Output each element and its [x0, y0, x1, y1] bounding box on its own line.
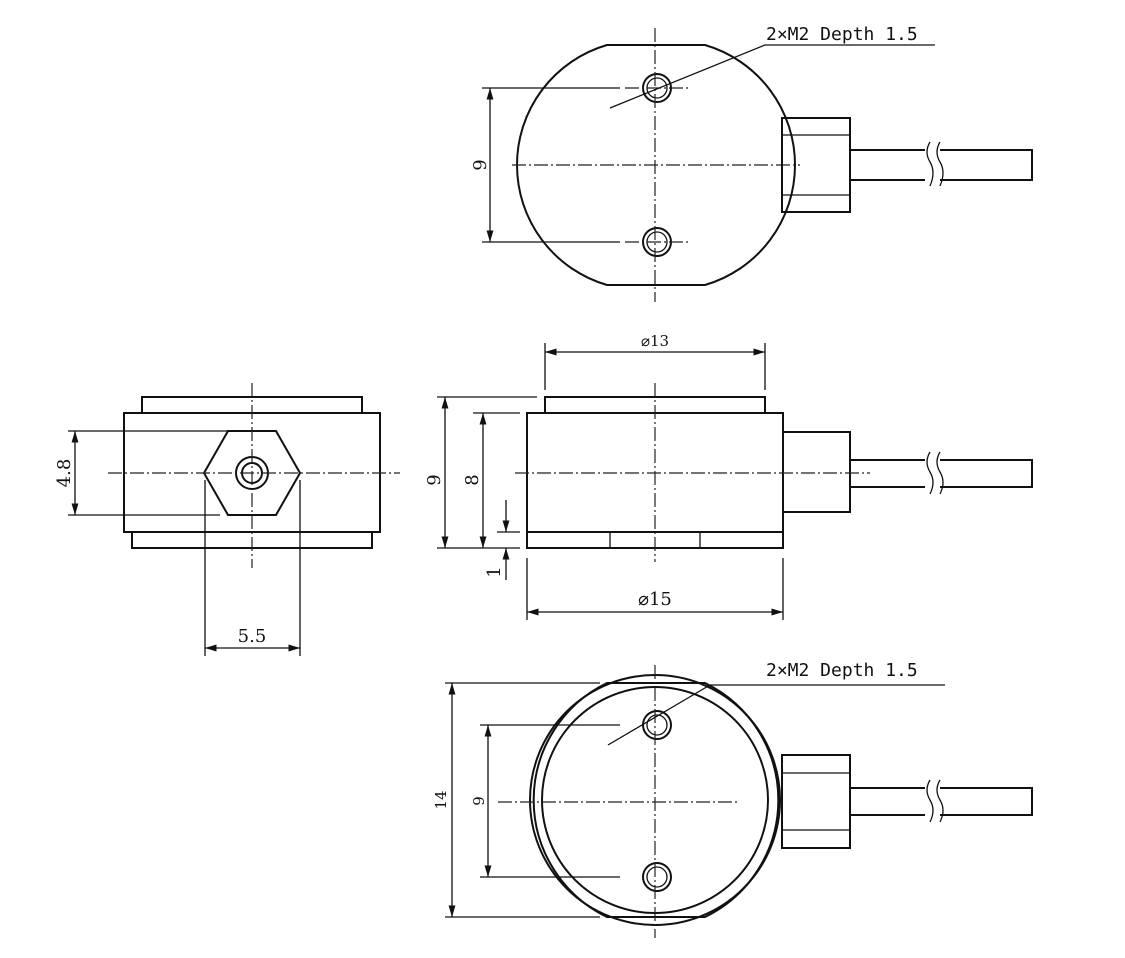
- nut-width-dimension: 5.5: [238, 626, 267, 647]
- thread-callout: 2×M2 Depth 1.5: [766, 660, 918, 681]
- body-diameter-dimension: ⌀15: [638, 589, 672, 610]
- cable: [850, 459, 1033, 488]
- overall-height-dimension: 14: [432, 790, 450, 809]
- total-height-dimension: 9: [424, 474, 445, 485]
- bottom-view: 14 9 2×M2 Depth 1.5: [432, 660, 1033, 938]
- connector-nut: [782, 431, 851, 513]
- base-height-dimension: 1: [484, 566, 505, 577]
- mounting-hole: [642, 862, 672, 892]
- cable: [850, 787, 1033, 816]
- top-view-body-outline: [516, 44, 796, 286]
- top-view: 9 2×M2 Depth 1.5: [470, 24, 1033, 302]
- connector-nut: [781, 754, 851, 849]
- connector-nut: [781, 117, 851, 213]
- body-height-dimension: 8: [462, 474, 483, 485]
- bottom-view-outline: [532, 682, 780, 918]
- hole-spacing-dimension: 9: [470, 159, 491, 170]
- front-view: ⌀13 ⌀15 9 8 1: [424, 332, 1033, 620]
- nut-height-dimension: 4.8: [54, 459, 75, 488]
- top-diameter-dimension: ⌀13: [641, 332, 669, 350]
- cable: [850, 149, 1033, 181]
- side-view: 4.8 5.5: [54, 383, 400, 656]
- hole-spacing-dimension: 9: [470, 796, 488, 806]
- thread-callout: 2×M2 Depth 1.5: [766, 24, 918, 45]
